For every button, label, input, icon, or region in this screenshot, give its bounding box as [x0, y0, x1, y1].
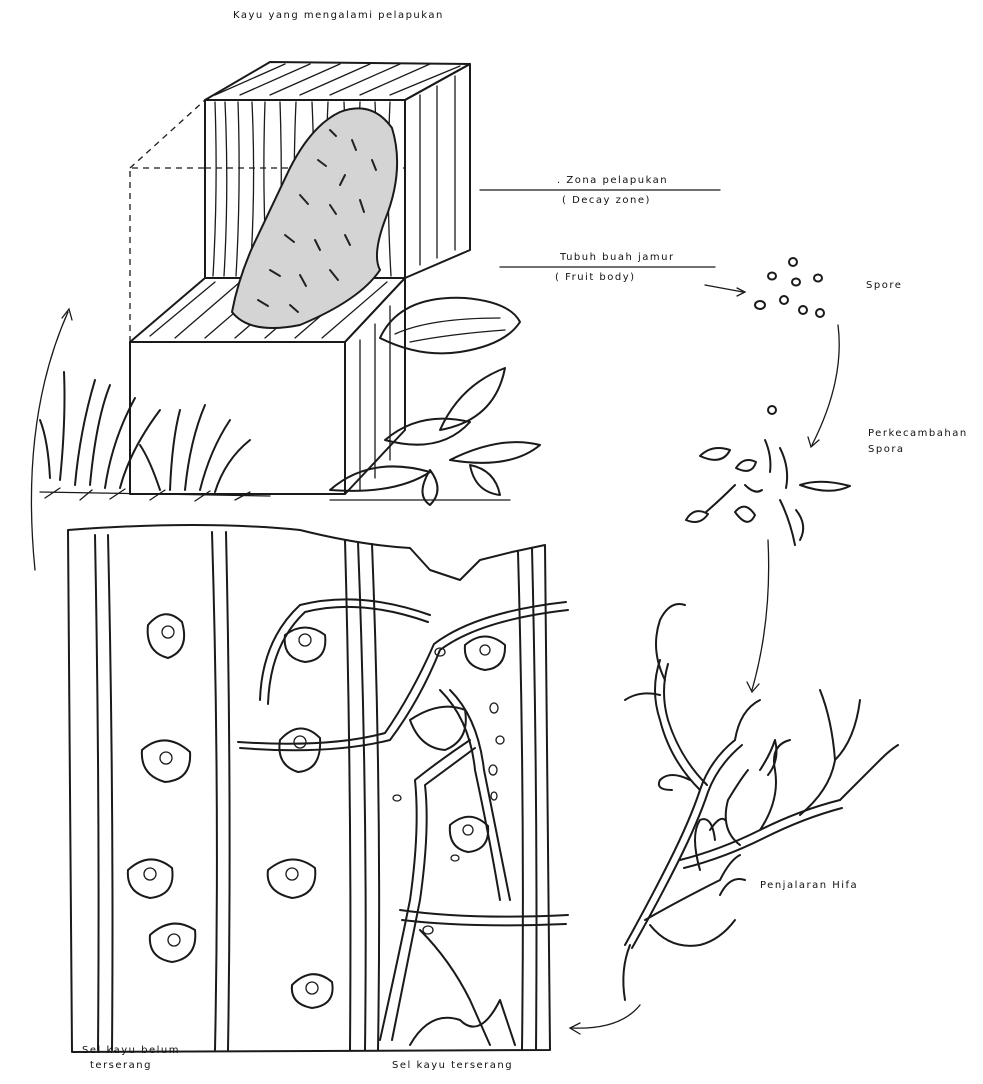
block-top-face [205, 62, 470, 100]
arrow-germination-to-hyphae [752, 540, 769, 690]
block-hidden-edge-2 [130, 100, 205, 168]
decay-zone-label-en: ( Decay zone) [562, 195, 651, 206]
arrow-spore-to-germination [812, 325, 839, 445]
uninfected-cells-label: Sel kayu belum [82, 1045, 180, 1056]
hyphae-network [623, 604, 898, 1000]
germinating-spores [686, 406, 850, 545]
hypha-spread-label: Penjalaran Hifa [760, 880, 858, 891]
grass-left [40, 372, 270, 501]
uninfected-cells-label-2: terserang [90, 1060, 152, 1071]
decay-zone-label: . Zona pelapukan [557, 175, 668, 186]
cell-nuclei [128, 614, 505, 1008]
diagram-title: Kayu yang mengalami pelapukan [233, 10, 444, 21]
hyphae-in-wood [238, 599, 568, 1045]
fruit-body-label: Tubuh buah jamur [560, 252, 675, 263]
block-hidden-edge [130, 168, 205, 342]
spore-germination-label: Perkecambahan [868, 428, 968, 439]
fruit-body [380, 298, 520, 354]
block-lower-front [130, 342, 345, 494]
arrow-hyphae-to-wood [572, 1005, 640, 1028]
fruit-body-label-en: ( Fruit body) [555, 272, 636, 283]
spore-germination-label-2: Spora [868, 444, 905, 455]
wood-cell-section [68, 525, 568, 1052]
infected-cells-label: Sel kayu terserang [392, 1060, 513, 1071]
leafy-plant-right [330, 368, 540, 505]
spore-label: Spore [866, 280, 902, 291]
spores [755, 258, 824, 317]
